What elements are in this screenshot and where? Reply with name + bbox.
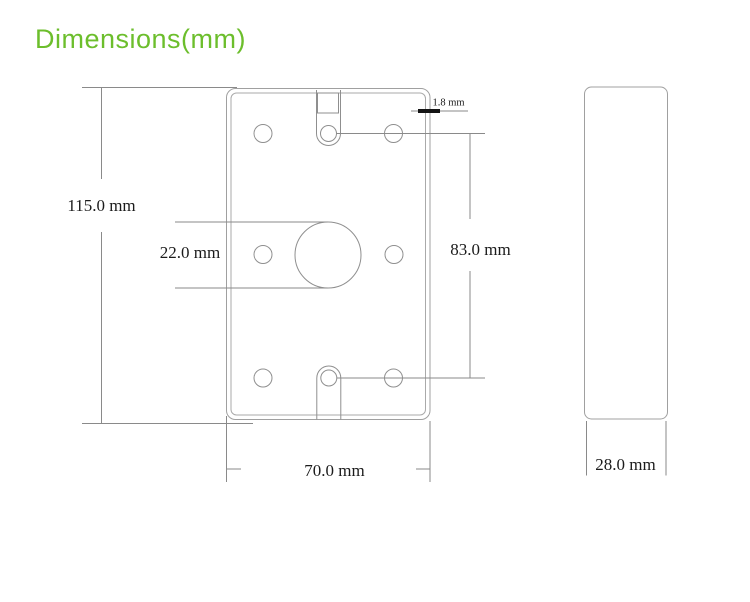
- keyhole-slot-bottom-hole: [320, 369, 338, 387]
- keyhole-slot-top: [316, 90, 341, 146]
- height-dimension-label: 115.0 mm: [67, 196, 135, 215]
- width-dimension-label: 70.0 mm: [304, 461, 364, 480]
- keyhole-slot-top-hole: [320, 125, 337, 142]
- width-dimension: 70.0 mm: [226, 416, 431, 482]
- mounting-hole-mid-left: [253, 245, 273, 264]
- mounting-hole-mid-right: [384, 245, 404, 264]
- front-plate-outer-outline: [226, 88, 431, 420]
- hole-spacing-dimension-label: 83.0 mm: [450, 240, 510, 259]
- depth-dimension-label: 28.0 mm: [595, 455, 655, 474]
- center-hole-dimension-label: 22.0 mm: [160, 243, 220, 262]
- front-view: [226, 88, 431, 420]
- mounting-hole-top-left: [253, 124, 273, 143]
- hole-spacing-dimension: 83.0 mm: [336, 133, 511, 379]
- center-hole: [294, 221, 362, 289]
- side-view-outline: [584, 86, 668, 420]
- thickness-dimension-label: 1.8 mm: [432, 98, 464, 109]
- keyhole-slot-top-square: [317, 92, 339, 114]
- keyhole-slot-bottom: [316, 365, 342, 420]
- page-title: Dimensions(mm): [35, 24, 247, 54]
- center-hole-dimension: 22.0 mm: [160, 221, 328, 289]
- side-view: [584, 86, 668, 420]
- depth-dimension: 28.0 mm: [586, 421, 667, 476]
- thickness-dimension: 1.8 mm: [411, 98, 468, 113]
- height-dimension: 115.0 mm: [67, 87, 253, 424]
- mounting-hole-bottom-left: [253, 368, 273, 388]
